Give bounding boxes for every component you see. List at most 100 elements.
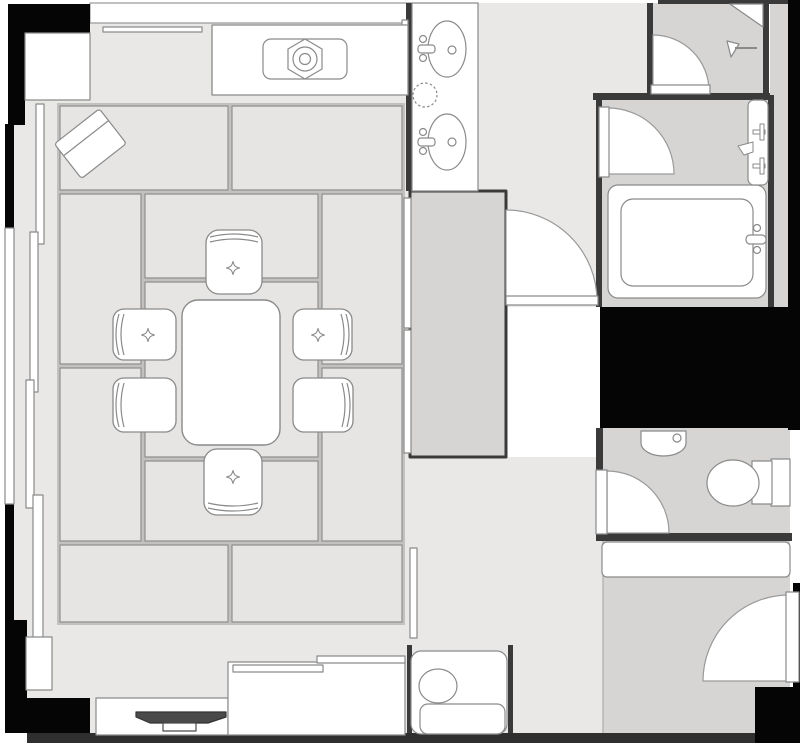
door-swing-toilet (606, 470, 670, 534)
mixer-pipe (752, 129, 766, 135)
door-leaf-entrance (785, 591, 800, 683)
wall-sink-left (406, 3, 412, 191)
stove-burner-ring (292, 46, 318, 72)
mixer-pipe (759, 157, 765, 175)
tatami-mat (231, 544, 403, 623)
doors (505, 34, 800, 683)
floor-cushion-fold (63, 120, 109, 157)
washer-lid (418, 668, 458, 704)
chair (292, 377, 354, 433)
basin-faucet (417, 137, 436, 147)
chair-backrest (115, 382, 120, 428)
door-swing-hallway (505, 209, 598, 302)
low-cabinet (227, 661, 406, 736)
tatami-mat (231, 105, 403, 191)
shower-head-icon (726, 40, 740, 58)
soap-dish (412, 82, 438, 108)
seat-sparkle-icon (225, 469, 241, 485)
toilet-bowl (706, 459, 760, 507)
decals (140, 260, 326, 485)
window-strip (29, 231, 39, 393)
sliding-door (403, 329, 412, 454)
sliding-door (409, 547, 418, 639)
faucet-knob (418, 53, 428, 63)
mixer-lever (737, 141, 754, 156)
low-cabinet-ledge (232, 664, 324, 673)
basin-drain (447, 45, 457, 55)
door-swing-shower (652, 34, 710, 92)
faucet-knob (418, 146, 428, 156)
balcony-rail (102, 26, 203, 33)
tub-knob (752, 245, 762, 255)
window-strip (4, 227, 15, 505)
chair-backrest (120, 313, 125, 356)
dining-table (181, 299, 281, 446)
door-leaf-hallway (505, 295, 599, 306)
chair-backrest (340, 313, 345, 356)
mixer-pipe (752, 163, 766, 169)
faucet-knob (418, 34, 428, 44)
tv-stand (162, 722, 197, 732)
chair-backrest (341, 382, 346, 428)
balcony-strip (89, 2, 413, 24)
chair-backrest (209, 238, 259, 243)
door-leaf-toilet (595, 469, 608, 535)
wall-laundry-right (508, 645, 513, 735)
black-wall-block (5, 504, 14, 733)
black-wall-block (755, 687, 800, 743)
floor-cushion (55, 109, 126, 178)
wall-bath-top (593, 93, 770, 100)
sliding-door (403, 197, 412, 329)
window-strip (32, 494, 44, 639)
black-wall-block (8, 4, 25, 125)
tub-knob (752, 223, 762, 233)
chair-backrest (345, 313, 350, 356)
bathtub-basin (620, 198, 754, 287)
lower-inset (25, 636, 53, 691)
void-area (600, 307, 800, 428)
washer-panel (419, 703, 506, 735)
wall-shower-left (647, 3, 653, 93)
wall-laundry-left (407, 645, 412, 735)
window-strip (25, 379, 35, 509)
wall-bath-right (768, 95, 774, 307)
chair-backrest (209, 233, 259, 238)
toilet-tank (770, 458, 791, 507)
black-wall-block (5, 124, 14, 228)
wall-bottom-band (27, 733, 800, 743)
wall-toilet-bottom (596, 533, 792, 541)
window-strip (35, 103, 45, 245)
faucet-knob (418, 127, 428, 137)
door-leaf-shower (650, 84, 711, 95)
chair (205, 229, 263, 295)
basin-faucet (417, 44, 436, 54)
right-edge-strip (770, 3, 788, 307)
door-swing-bath (607, 107, 675, 175)
toilet-basin-faucet (672, 433, 682, 443)
black-wall-block (14, 620, 27, 733)
seat-sparkle-icon (310, 327, 326, 343)
corner-shelf (729, 3, 764, 28)
furniture (55, 2, 791, 736)
mixer-pipe (759, 123, 765, 141)
chair-backrest (346, 382, 351, 428)
door-swing-entrance (702, 594, 790, 682)
low-cabinet-top (316, 655, 406, 664)
wall-shower-right (763, 3, 769, 95)
seat-sparkle-icon (225, 260, 241, 276)
tatami-mat (59, 544, 229, 623)
shoe-cabinet (601, 541, 791, 578)
tv-screen (135, 711, 227, 724)
black-wall-block (27, 698, 90, 733)
walls (27, 0, 800, 743)
tatami-mats (57, 103, 405, 625)
balcony-inset (24, 32, 91, 101)
tub-handle (745, 234, 767, 245)
door-leaf-bath (598, 106, 610, 178)
wall-bath-left (596, 100, 602, 307)
basin-drain (447, 137, 457, 147)
seat-sparkle-icon (140, 327, 156, 343)
chair-backrest (207, 502, 259, 507)
